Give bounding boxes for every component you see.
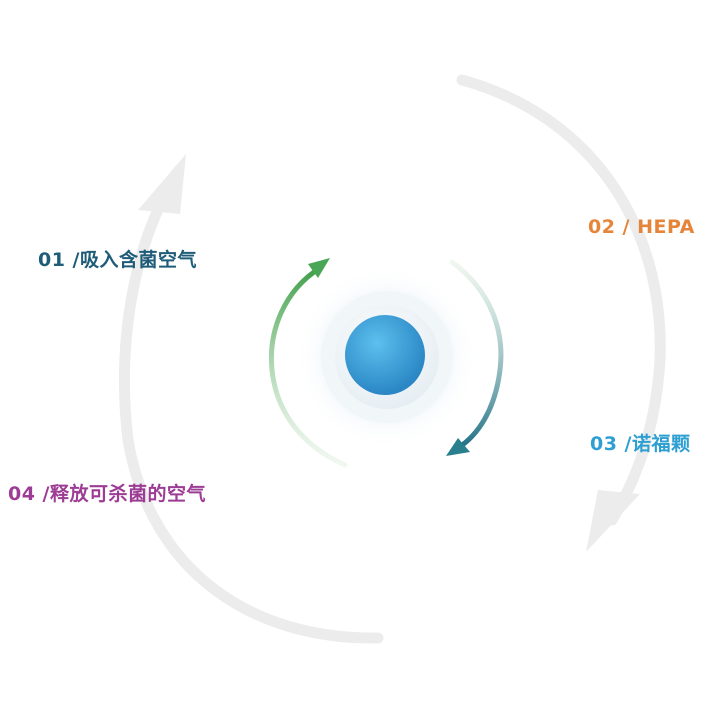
outer-arc-right (456, 74, 666, 526)
teal-arrowhead-icon (446, 438, 470, 456)
outer-arrowhead-bottom-right (586, 490, 640, 552)
step-label-4: 04 /释放可杀菌的空气 (8, 483, 206, 505)
outer-arrowhead-top-left (138, 154, 186, 214)
green-arrowhead-icon (308, 258, 330, 278)
step-label-3: 03 /诺福颗 (590, 433, 691, 455)
step-label-1: 01 /吸入含菌空气 (38, 249, 197, 271)
core-sphere (345, 315, 425, 395)
outer-cycle-arrows (118, 74, 666, 644)
inner-arc-teal (449, 259, 504, 451)
outer-arc-left (118, 184, 384, 644)
inner-arc-green (268, 265, 348, 468)
step-label-2: 02 / HEPA (588, 216, 695, 238)
